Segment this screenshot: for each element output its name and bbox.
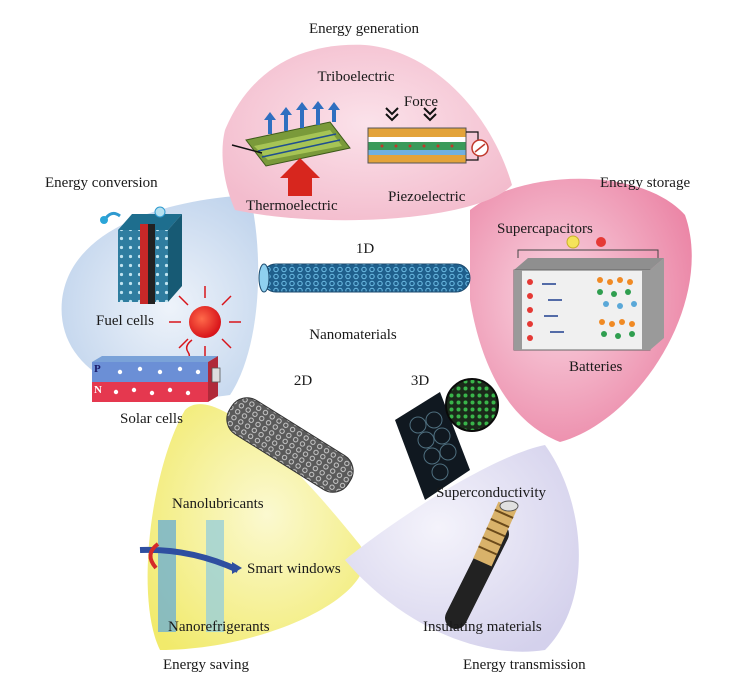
supercapacitors-label: Supercapacitors bbox=[497, 221, 593, 237]
thermoelectric-illustration bbox=[231, 101, 351, 196]
nanomaterials-title: Nanomaterials bbox=[309, 327, 397, 343]
carbon-nanotube-1d bbox=[258, 263, 471, 293]
nanomaterial-3d-label: 3D bbox=[410, 373, 430, 389]
nanomaterial-1d-label: 1D bbox=[355, 241, 375, 257]
thermoelectric-label: Thermoelectric bbox=[246, 198, 338, 214]
superconductivity-label: Superconductivity bbox=[436, 485, 546, 501]
batteries-label: Batteries bbox=[569, 359, 623, 375]
fuel-cell-illustration bbox=[100, 206, 182, 304]
nanomaterial-2d-label: 2D bbox=[293, 373, 313, 389]
graphene-sheet-2d bbox=[226, 397, 354, 493]
triboelectric-label: Triboelectric bbox=[317, 69, 395, 85]
energy-generation-title: Energy generation bbox=[308, 21, 420, 37]
fuel-cells-label: Fuel cells bbox=[96, 313, 154, 329]
energy-transmission-title: Energy transmission bbox=[463, 657, 586, 673]
energy-saving-petal bbox=[147, 404, 365, 650]
nanolubricants-label: Nanolubricants bbox=[172, 496, 264, 512]
piezoelectric-illustration bbox=[367, 107, 489, 164]
p-layer-label: P bbox=[94, 363, 101, 375]
solar-cells-label: Solar cells bbox=[120, 411, 183, 427]
energy-conversion-title: Energy conversion bbox=[45, 175, 158, 191]
smart-windows-label: Smart windows bbox=[247, 561, 341, 577]
smart-window-illustration bbox=[139, 520, 242, 632]
force-label: Force bbox=[403, 94, 439, 110]
piezoelectric-label: Piezoelectric bbox=[388, 189, 466, 205]
sun-icon bbox=[169, 286, 241, 358]
solar-cell-illustration bbox=[92, 356, 221, 402]
supercapacitor-dots bbox=[566, 235, 606, 249]
energy-transmission-petal bbox=[345, 445, 579, 652]
energy-saving-title: Energy saving bbox=[163, 657, 249, 673]
insulating-materials-label: Insulating materials bbox=[423, 619, 542, 635]
n-layer-label: N bbox=[94, 384, 102, 396]
nanostructure-3d bbox=[395, 378, 499, 500]
battery-illustration bbox=[513, 249, 664, 351]
energy-storage-title: Energy storage bbox=[600, 175, 691, 191]
nanorefrigerants-label: Nanorefrigerants bbox=[168, 619, 270, 635]
cable-illustration bbox=[445, 500, 519, 629]
